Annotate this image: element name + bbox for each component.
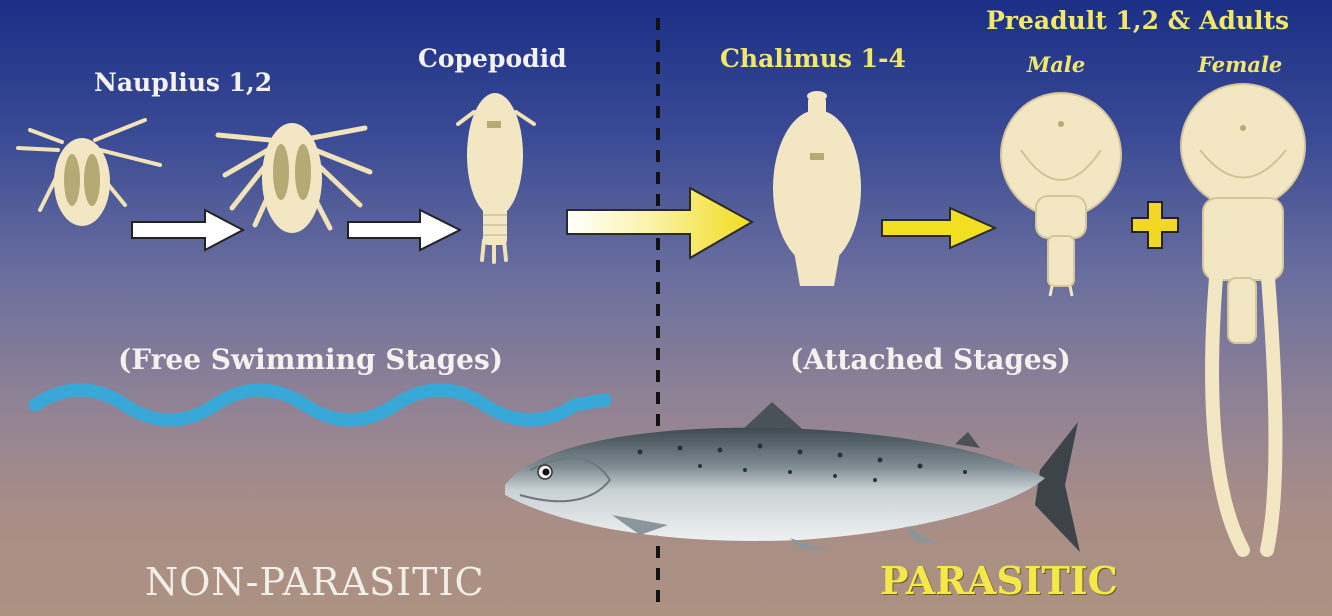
- salmon-host: [505, 402, 1080, 552]
- nauplius-2-organism: [218, 123, 370, 233]
- copepodid-organism: [458, 93, 534, 262]
- label-chalimus: Chalimus 1-4: [720, 44, 906, 73]
- stage-arrow-1: [132, 210, 243, 250]
- plus-sign: [1132, 202, 1178, 248]
- label-free-swimming-stages: (Free Swimming Stages): [118, 343, 503, 376]
- label-nauplius: Nauplius 1,2: [94, 68, 272, 97]
- stage-arrow-3: [882, 208, 995, 248]
- label-female: Female: [1198, 52, 1282, 77]
- stage-arrow-2: [348, 210, 460, 250]
- male-organism: [1001, 93, 1121, 296]
- label-copepodid: Copepodid: [418, 44, 567, 73]
- water-wave: [35, 390, 605, 420]
- label-non-parasitic: NON-PARASITIC: [145, 560, 485, 604]
- female-organism: [1181, 84, 1305, 550]
- label-attached-stages: (Attached Stages): [790, 343, 1071, 376]
- label-male: Male: [1027, 52, 1085, 77]
- nauplius-1-organism: [18, 120, 160, 226]
- label-preadult-adults: Preadult 1,2 & Adults: [986, 6, 1289, 35]
- label-parasitic: PARASITIC: [880, 558, 1118, 603]
- chalimus-organism: [773, 91, 861, 286]
